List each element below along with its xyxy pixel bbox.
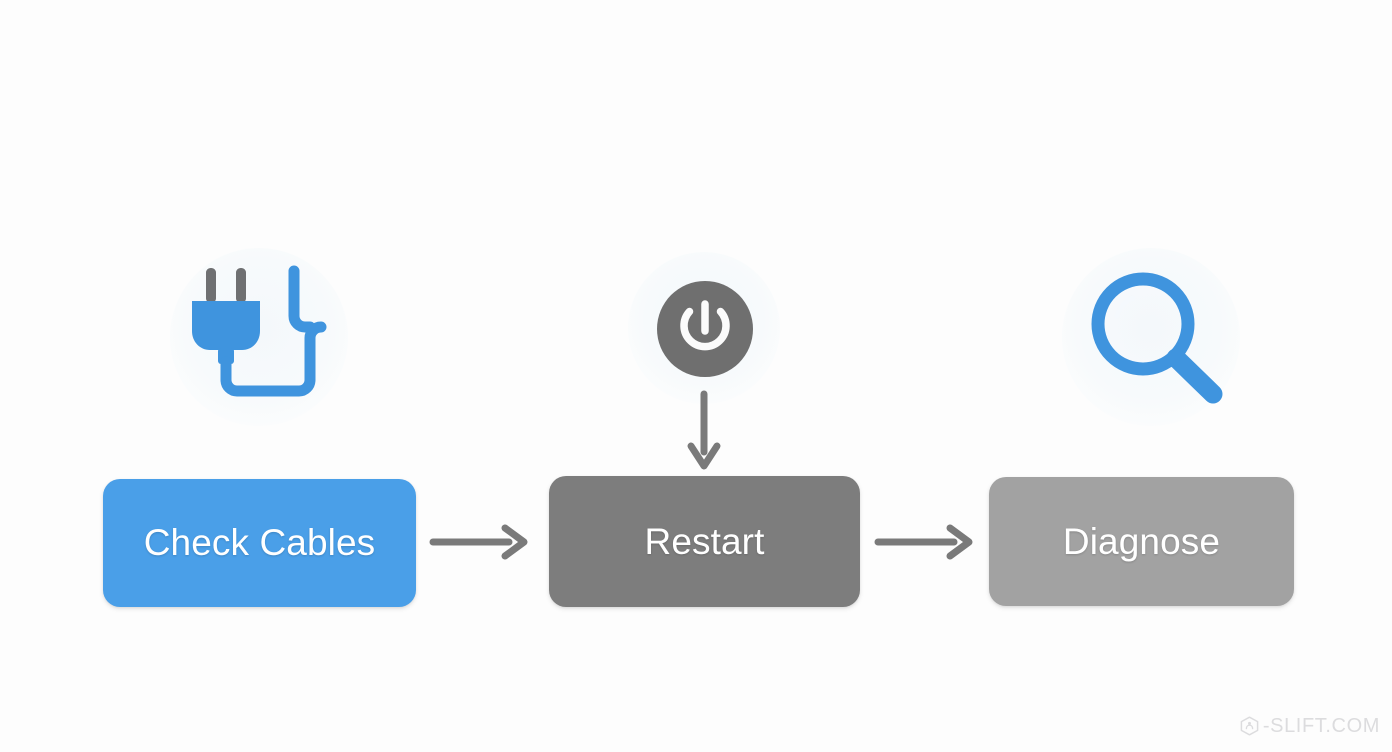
arrow-power-to-restart (684, 390, 724, 472)
arrow-right-icon (874, 524, 973, 560)
arrow-check-to-restart (429, 524, 531, 560)
restart-button[interactable]: Restart (549, 476, 860, 607)
hexagon-logo-icon (1240, 716, 1259, 736)
watermark: -SLIFT.COM (1239, 715, 1380, 738)
arrow-restart-to-diagnose (874, 524, 976, 560)
power-plug-icon (192, 265, 327, 397)
power-button-icon (657, 281, 753, 377)
arrow-down-icon (687, 390, 721, 470)
watermark-text: -SLIFT.COM (1262, 715, 1380, 737)
check-cables-button[interactable]: Check Cables (103, 479, 416, 607)
step-icon-restart[interactable] (656, 280, 754, 378)
arrow-right-icon (429, 524, 528, 560)
diagnose-button[interactable]: Diagnose (989, 477, 1294, 606)
step-icon-check-cables[interactable] (185, 265, 331, 397)
step-icon-diagnose[interactable] (1086, 270, 1234, 404)
magnifying-glass-icon (1091, 272, 1223, 404)
